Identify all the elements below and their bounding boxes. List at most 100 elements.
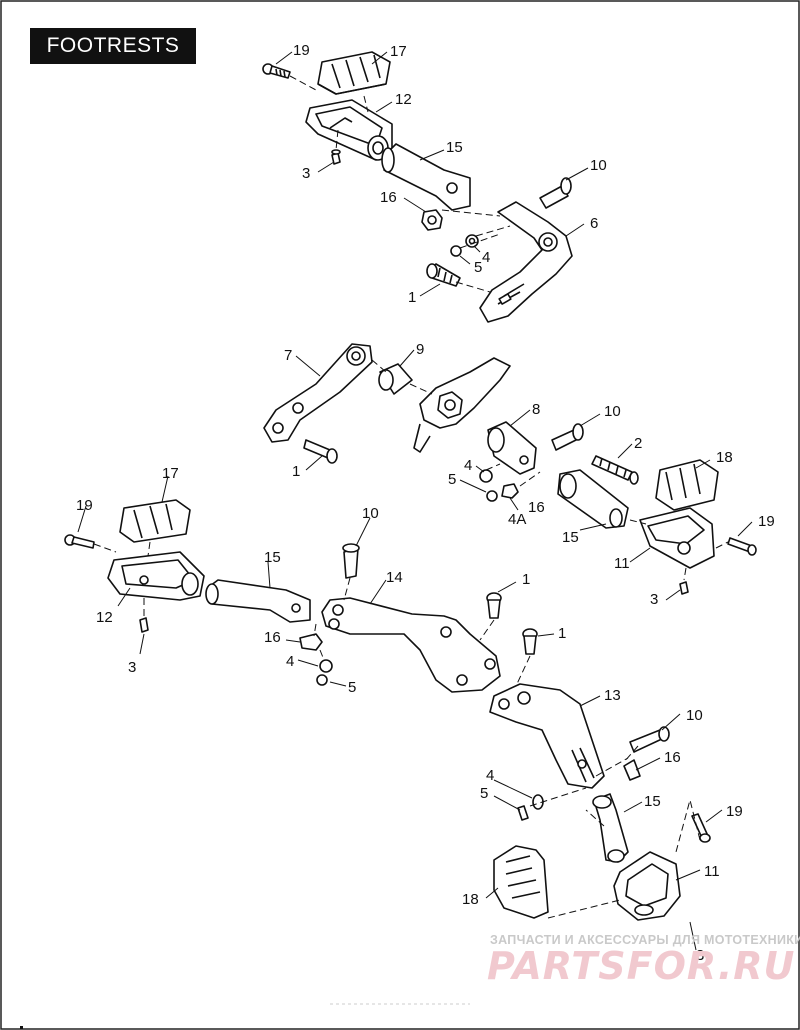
callout-10: 10	[590, 157, 607, 174]
callout-3: 3	[302, 165, 310, 182]
part-bolt-2	[591, 455, 639, 485]
callout-12: 12	[395, 91, 412, 108]
callout-4-mid: 4	[464, 457, 472, 474]
callout-5-lower: 5	[480, 785, 488, 802]
callout-10-mid: 10	[604, 403, 621, 420]
part-pin-10-top	[539, 177, 572, 209]
callout-8: 8	[532, 401, 540, 418]
part-clip-5-mid	[486, 490, 498, 502]
callout-11: 11	[614, 555, 630, 572]
callout-4-left: 4	[286, 653, 294, 670]
callout-19-lower: 19	[726, 803, 743, 820]
part-washer-4-top	[465, 234, 479, 248]
callout-19-right: 19	[758, 513, 775, 530]
part-pin-15-lower	[592, 793, 629, 863]
callout-17: 17	[390, 43, 407, 60]
callout-10-lower: 10	[686, 707, 703, 724]
callout-17-left: 17	[162, 465, 179, 482]
callout-15-mid: 15	[562, 529, 579, 546]
part-washer-16-left	[299, 633, 323, 651]
callout-5-mid: 5	[448, 471, 456, 488]
callout-3-right: 3	[650, 591, 658, 608]
part-bushing-9	[378, 363, 413, 395]
callout-18-lower: 18	[462, 891, 479, 908]
part-pad-18-right	[655, 459, 719, 511]
part-bolt-1-mid	[303, 439, 338, 464]
callout-4a: 4A	[508, 511, 526, 528]
corner-mark	[20, 1026, 23, 1029]
part-washer-4-mid	[479, 469, 493, 483]
part-pad-17-left	[119, 499, 191, 543]
part-screw-19-top	[262, 63, 291, 79]
callout-14: 14	[386, 569, 403, 586]
part-pad-18-lower	[493, 845, 549, 919]
callout-3-lower: 3	[696, 947, 704, 964]
callout-12-left: 12	[96, 609, 113, 626]
part-clip-5-lower	[517, 805, 529, 821]
part-bracket-14	[321, 597, 501, 693]
part-screw-3-top	[331, 149, 341, 165]
callout-6: 6	[590, 215, 598, 232]
callout-4: 4	[482, 249, 490, 266]
watermark-tagline: ЗАПЧАСТИ И АКСЕССУАРЫ ДЛЯ МОТОТЕХНИКИ	[490, 933, 800, 947]
callout-16-left: 16	[264, 629, 281, 646]
callout-19: 19	[293, 42, 310, 59]
part-washer-4-left	[319, 659, 333, 673]
part-pad-17-top	[317, 51, 391, 95]
part-footpeg-11-lower	[613, 851, 681, 921]
part-bolt-1-top	[426, 263, 461, 287]
callout-1-lower-b: 1	[558, 625, 566, 642]
callout-16-lower: 16	[664, 749, 681, 766]
part-footpeg-12-left	[107, 551, 205, 601]
callout-leader-lines	[77, 51, 753, 951]
callout-1-lower-a: 1	[522, 571, 530, 588]
part-pin-15-top	[381, 143, 471, 211]
part-clevis-8	[487, 421, 537, 475]
callout-16: 16	[380, 189, 397, 206]
callout-1: 1	[408, 289, 416, 306]
part-washer-16-lower	[623, 759, 641, 781]
part-bracket-6	[479, 201, 573, 323]
part-washer-16-top	[421, 209, 443, 231]
page-title: FOOTRESTS	[30, 28, 196, 64]
part-nut-4a	[501, 483, 519, 499]
callout-15-lower: 15	[644, 793, 661, 810]
part-screw-3-right	[679, 581, 689, 595]
part-lever-7	[263, 343, 373, 443]
part-bolt-1-lower-b	[522, 628, 538, 655]
part-clip-5-top	[450, 245, 462, 257]
part-pin-15-mid	[557, 469, 629, 529]
part-screw-3-left	[139, 617, 149, 633]
part-shift-arm	[413, 357, 511, 453]
callout-10-left: 10	[362, 505, 379, 522]
callout-labels: 19 17 12 15 3 10 16 6 4 5 1 7 9 8 10 2 4…	[76, 42, 775, 964]
callout-9: 9	[416, 341, 424, 358]
callout-16-mid: 16	[528, 499, 545, 516]
part-screw-19-left	[64, 534, 95, 549]
callout-4-lower: 4	[486, 767, 494, 784]
part-pin-15-left	[205, 579, 311, 623]
watermark-logo: PARTSFOR.RU	[487, 944, 796, 988]
callout-11-lower: 11	[704, 863, 720, 880]
callout-18: 18	[716, 449, 733, 466]
callout-19-left: 19	[76, 497, 93, 514]
part-pin-10-left	[342, 543, 360, 579]
callout-15-left: 15	[264, 549, 281, 566]
callout-3-left: 3	[128, 659, 136, 676]
callout-2: 2	[634, 435, 642, 452]
callout-1-mid: 1	[292, 463, 300, 480]
part-footpeg-11-right	[639, 507, 715, 569]
callout-15: 15	[446, 139, 463, 156]
callout-13: 13	[604, 687, 621, 704]
part-bolt-1-lower-a	[486, 592, 502, 619]
part-pin-10-mid	[551, 423, 584, 451]
callout-7: 7	[284, 347, 292, 364]
part-pin-10-lower	[629, 726, 670, 753]
callout-5-left: 5	[348, 679, 356, 696]
assembly-dashed-lines	[93, 75, 729, 919]
part-screw-19-right	[727, 537, 757, 556]
callout-5: 5	[474, 259, 482, 276]
part-bracket-13	[489, 683, 605, 789]
part-clip-5-left	[316, 674, 328, 686]
